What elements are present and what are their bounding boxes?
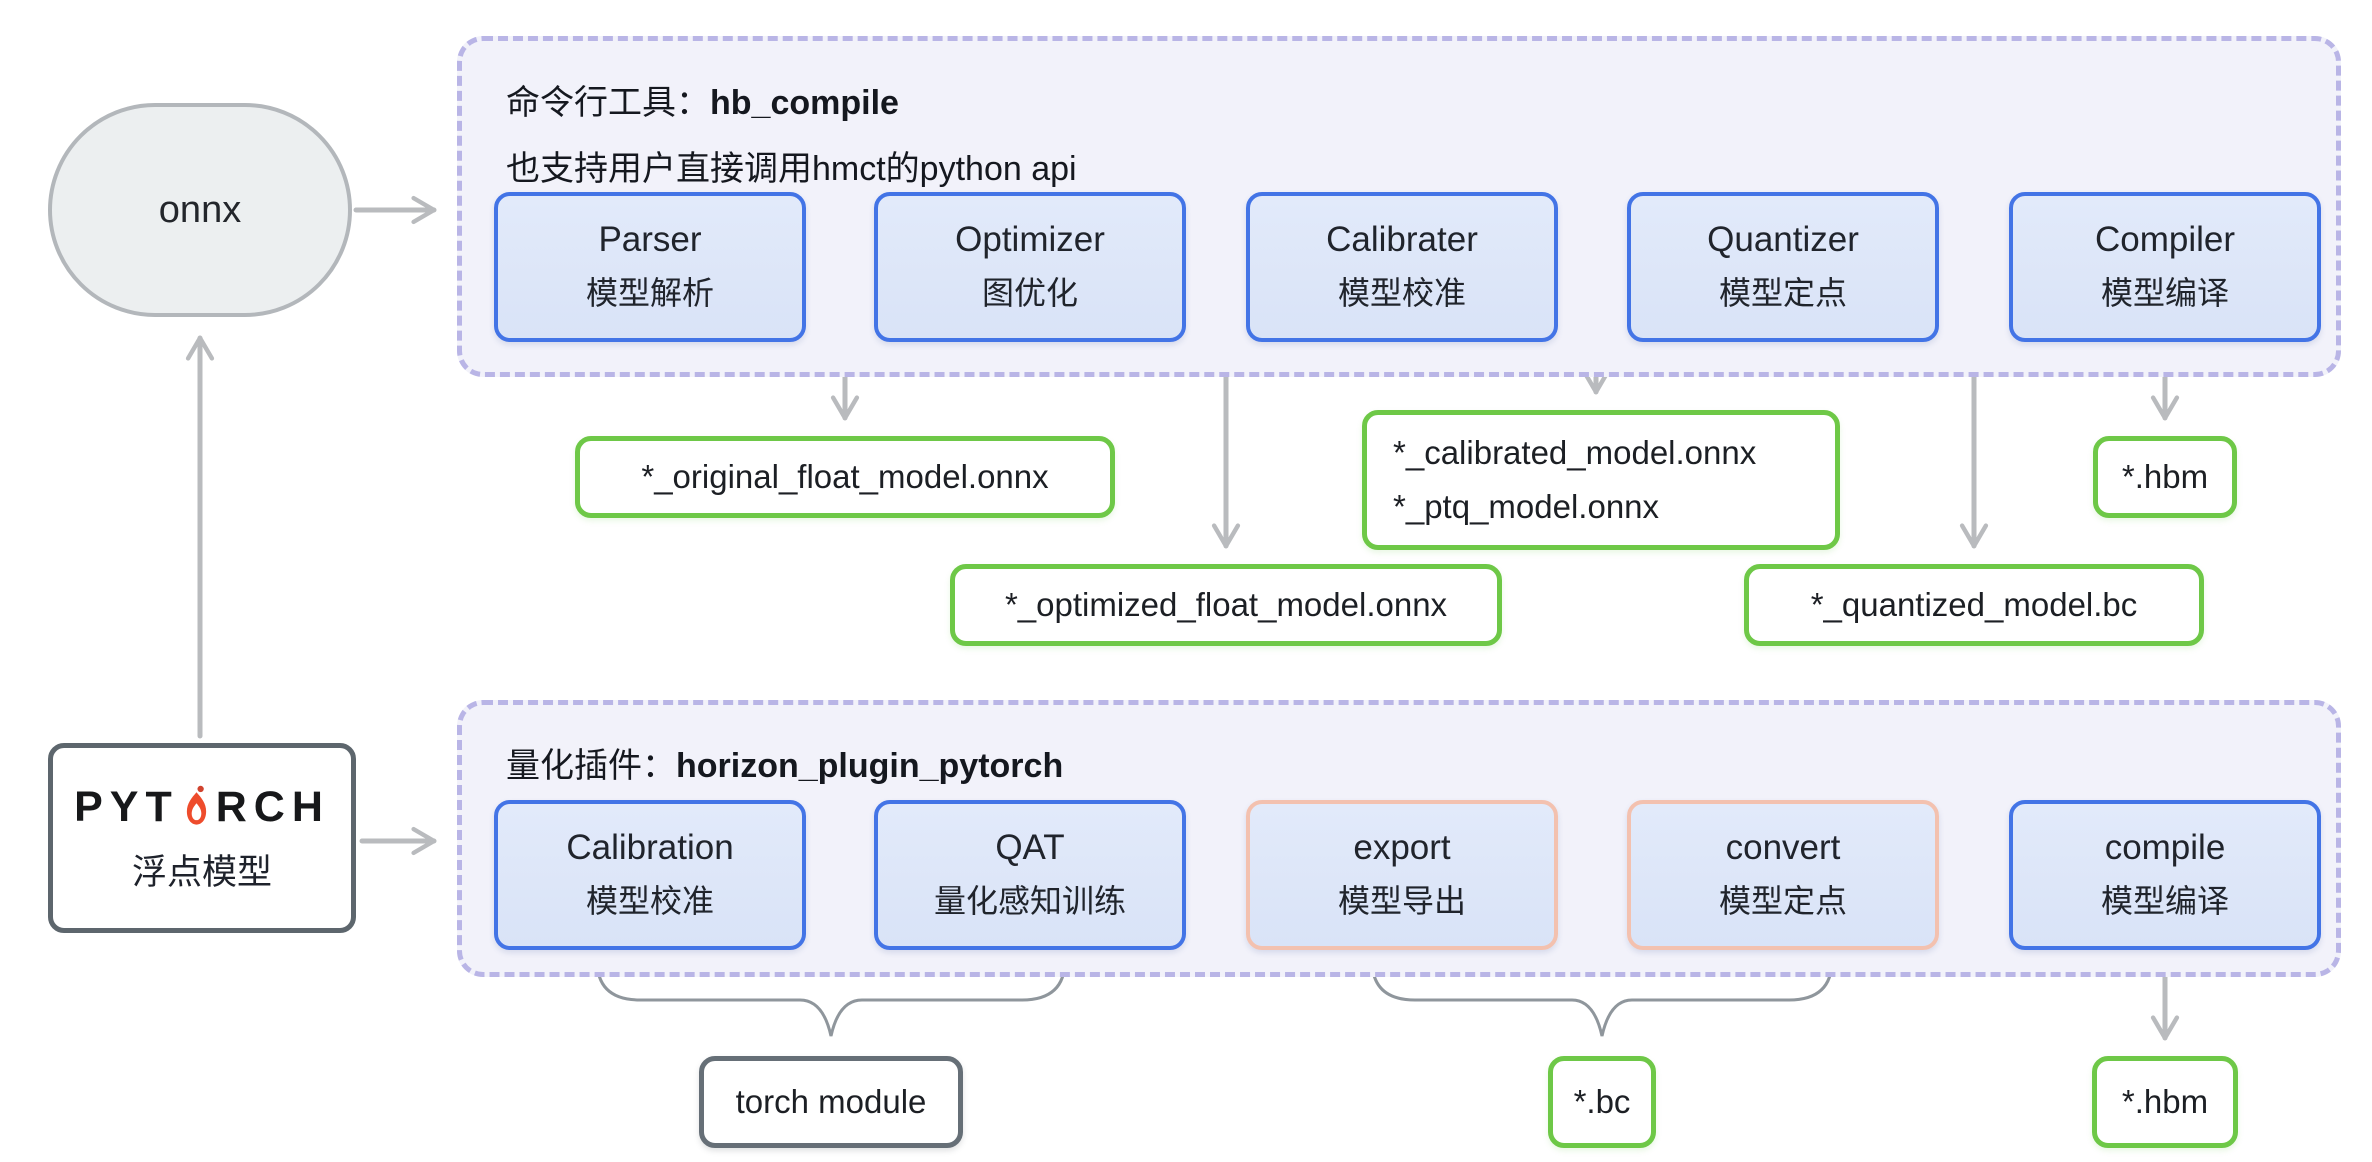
stage-compile-desc: 模型编译 [2100,883,2229,919]
pytorch-subtitle: 浮点模型 [131,852,272,892]
artifact-optimized-float-model-label: *_optimized_float_model.onnx [1004,586,1448,623]
artifact-calibrated-model-label: *_calibrated_model.onnx [1393,434,1757,471]
stage-convert: convert 模型定点 [1627,800,1939,950]
onnx-node: onnx [48,103,352,317]
onnx-label: onnx [158,188,242,231]
artifact-ptq-model-label: *_ptq_model.onnx [1393,488,1660,525]
stage-parser-desc: 模型解析 [585,275,714,311]
stage-convert-name: convert [1725,828,1841,867]
pytorch-logo-right: RCH [215,783,330,831]
stage-export-desc: 模型导出 [1337,883,1466,919]
stage-calibrater: Calibrater 模型校准 [1246,192,1558,342]
artifact-bc: *.bc [1548,1056,1656,1148]
stage-compile: compile 模型编译 [2009,800,2321,950]
stage-compiler-desc: 模型编译 [2100,275,2229,311]
stage-quantizer: Quantizer 模型定点 [1627,192,1939,342]
artifact-calibrated-ptq-model: *_calibrated_model.onnx *_ptq_model.onnx [1362,410,1840,550]
artifact-hbm-top: *.hbm [2093,436,2237,518]
stage-qat-desc: 量化感知训练 [933,883,1126,919]
plugin-title-name: horizon_plugin_pytorch [676,747,1064,785]
stage-optimizer-desc: 图优化 [981,275,1078,311]
stage-optimizer-name: Optimizer [955,220,1105,259]
artifact-torch-module-label: torch module [735,1083,927,1120]
stage-quantizer-desc: 模型定点 [1718,275,1847,311]
artifact-hbm-bottom: *.hbm [2092,1056,2238,1148]
stage-parser: Parser 模型解析 [494,192,806,342]
stage-qat-name: QAT [995,828,1065,867]
pytorch-flame-icon [186,785,206,825]
stage-compiler: Compiler 模型编译 [2009,192,2321,342]
artifact-original-float-model-label: *_original_float_model.onnx [641,458,1049,495]
stage-parser-name: Parser [598,220,702,259]
hb-compile-title: 命令行工具：hb_compile [506,75,899,124]
artifact-torch-module: torch module [699,1056,963,1148]
pytorch-logo-left: PYT [74,783,179,831]
artifact-bc-label: *.bc [1573,1083,1631,1120]
stage-export-name: export [1353,828,1451,867]
stage-optimizer: Optimizer 图优化 [874,192,1186,342]
stage-calibrater-desc: 模型校准 [1337,275,1466,311]
hb-compile-subtitle: 也支持用户直接调用hmct的python api [506,150,1077,188]
stage-qat: QAT 量化感知训练 [874,800,1186,950]
stage-export: export 模型导出 [1246,800,1558,950]
stage-calibrater-name: Calibrater [1326,220,1478,259]
plugin-title: 量化插件：horizon_plugin_pytorch [506,738,1063,787]
artifact-hbm-bottom-label: *.hbm [2121,1083,2209,1120]
artifact-optimized-float-model: *_optimized_float_model.onnx [950,564,1502,646]
stage-convert-desc: 模型定点 [1718,883,1847,919]
plugin-title-prefix: 量化插件： [506,747,676,785]
artifact-hbm-top-label: *.hbm [2121,458,2209,495]
pytorch-node: PYT RCH 浮点模型 [48,743,356,933]
hb-compile-title-prefix: 命令行工具： [506,84,710,122]
stage-compile-name: compile [2104,828,2226,867]
hb-compile-title-name: hb_compile [710,84,899,122]
artifact-original-float-model: *_original_float_model.onnx [575,436,1115,518]
stage-calibration: Calibration 模型校准 [494,800,806,950]
artifact-quantized-model-label: *_quantized_model.bc [1810,586,2138,623]
stage-calibration-desc: 模型校准 [585,883,714,919]
artifact-quantized-model: *_quantized_model.bc [1744,564,2204,646]
pytorch-logo: PYT RCH [74,782,330,834]
stage-compiler-name: Compiler [2094,220,2236,259]
stage-calibration-name: Calibration [566,828,734,867]
stage-quantizer-name: Quantizer [1707,220,1859,259]
